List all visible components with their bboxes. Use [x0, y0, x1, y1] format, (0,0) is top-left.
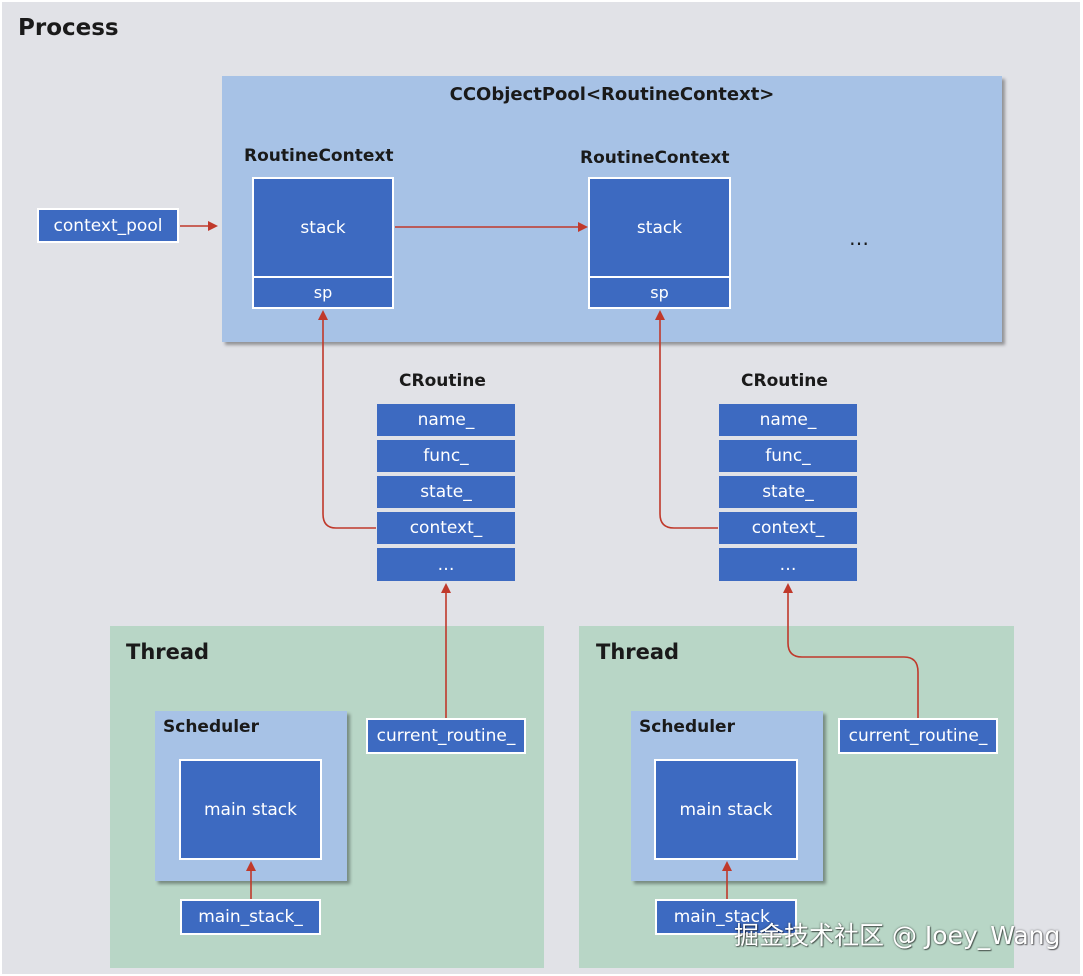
thread-title: Thread	[126, 640, 210, 664]
routine-context-title: RoutineContext	[580, 148, 730, 168]
arrow-context-to-sp-1	[318, 310, 376, 529]
current-routine-pointer: current_routine_	[366, 718, 526, 754]
main-stack-pointer: main_stack_	[180, 899, 321, 935]
main-stack-pointer: main_stack_	[655, 899, 797, 935]
main-stack: main stack	[654, 759, 798, 860]
routine-context-title: RoutineContext	[244, 146, 394, 166]
context-stack: stack	[252, 177, 394, 278]
context-sp: sp	[588, 276, 731, 309]
scheduler-title: Scheduler	[163, 717, 259, 737]
process-title: Process	[18, 15, 119, 41]
croutine-field-more: …	[719, 548, 857, 581]
context-stack: stack	[588, 177, 731, 278]
watermark: 掘金技术社区 @ Joey_Wang	[734, 921, 1061, 950]
croutine-field-name: name_	[719, 404, 857, 436]
croutine-field-name: name_	[377, 404, 515, 436]
context-pool-label: context_pool	[37, 208, 179, 243]
croutine-title: CRoutine	[741, 371, 828, 391]
croutine-field-state: state_	[719, 476, 857, 508]
croutine-field-context: context_	[377, 512, 515, 544]
thread-title: Thread	[596, 640, 680, 664]
croutine-field-context: context_	[719, 512, 857, 544]
scheduler-title: Scheduler	[639, 717, 735, 737]
croutine-field-state: state_	[377, 476, 515, 508]
croutine-field-func: func_	[377, 440, 515, 472]
croutine-field-func: func_	[719, 440, 857, 472]
croutine-title: CRoutine	[399, 371, 486, 391]
context-sp: sp	[252, 276, 394, 309]
pool-title: CCObjectPool<RoutineContext>	[449, 84, 775, 105]
main-stack: main stack	[179, 759, 322, 860]
arrow-context-to-sp-2	[655, 310, 718, 529]
croutine-field-more: …	[377, 548, 515, 581]
current-routine-pointer: current_routine_	[838, 718, 998, 754]
pool-more-ellipsis: …	[849, 226, 869, 250]
arrow-current-to-routine-2	[783, 583, 919, 718]
